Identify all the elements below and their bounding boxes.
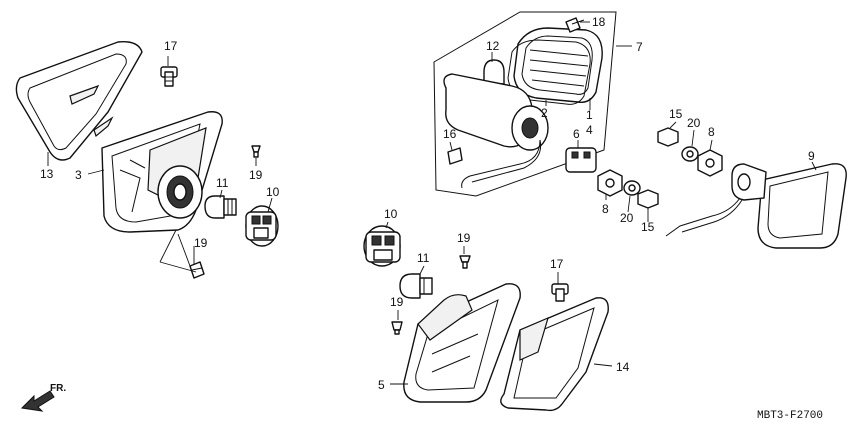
callout-10b: 10 bbox=[384, 207, 398, 221]
screw-19a bbox=[251, 145, 261, 158]
wire-harness-b bbox=[665, 197, 743, 237]
callout-6: 6 bbox=[573, 127, 580, 141]
diagram-code: MBT3-F2700 bbox=[757, 410, 823, 422]
grommet-16 bbox=[447, 147, 463, 165]
direction-label: FR. bbox=[50, 383, 66, 394]
socket-10b bbox=[363, 225, 401, 267]
callout-11a: 11 bbox=[216, 176, 229, 190]
callout-13: 13 bbox=[40, 167, 54, 181]
turn-signal-housing-3 bbox=[101, 111, 223, 233]
wire-harness-a bbox=[461, 139, 542, 189]
socket-6 bbox=[565, 147, 597, 173]
leader-lines bbox=[47, 21, 817, 385]
callout-8b: 8 bbox=[708, 125, 715, 139]
nut-8b bbox=[697, 149, 723, 177]
front-direction-arrow-icon bbox=[20, 390, 55, 412]
rear-housing-1 bbox=[443, 73, 549, 151]
callout-15b: 15 bbox=[669, 107, 683, 121]
callout-numbers: 17 13 3 19 11 10 19 18 12 7 2 1 4 16 6 8… bbox=[40, 15, 815, 392]
callout-19b: 19 bbox=[194, 236, 208, 250]
callout-5: 5 bbox=[378, 378, 385, 392]
callout-11b: 11 bbox=[417, 251, 430, 265]
washer-20a bbox=[623, 180, 641, 196]
nut-8a bbox=[597, 169, 623, 197]
callout-7: 7 bbox=[636, 40, 643, 54]
front-cover-14 bbox=[500, 297, 609, 412]
callout-17a: 17 bbox=[164, 39, 178, 53]
assembly-box bbox=[433, 11, 617, 197]
callout-19a: 19 bbox=[249, 168, 263, 182]
callout-20a: 20 bbox=[620, 211, 634, 225]
rear-turn-signal-9 bbox=[731, 163, 847, 249]
callout-15a: 15 bbox=[641, 220, 655, 234]
callout-10a: 10 bbox=[266, 185, 280, 199]
front-cover-13 bbox=[15, 41, 143, 161]
screw-17a bbox=[160, 66, 178, 87]
callout-14: 14 bbox=[616, 360, 630, 374]
callout-4: 4 bbox=[586, 123, 593, 137]
callout-3: 3 bbox=[75, 168, 82, 182]
callout-2: 2 bbox=[541, 106, 548, 120]
lens-7 bbox=[513, 27, 603, 103]
callout-1: 1 bbox=[586, 108, 593, 122]
callout-20b: 20 bbox=[687, 116, 701, 130]
callout-8a: 8 bbox=[602, 202, 609, 216]
screw-18 bbox=[565, 17, 585, 33]
turn-signal-housing-5 bbox=[403, 283, 521, 403]
screw-19b bbox=[189, 261, 205, 279]
washer-20b bbox=[681, 146, 699, 162]
callout-18: 18 bbox=[592, 15, 606, 29]
callout-16: 16 bbox=[443, 127, 457, 141]
screw-19d bbox=[391, 321, 403, 335]
callout-17b: 17 bbox=[550, 257, 564, 271]
screw-17b bbox=[551, 283, 569, 302]
callout-12: 12 bbox=[486, 39, 500, 53]
callout-19c: 19 bbox=[457, 231, 471, 245]
bulb-11a bbox=[204, 195, 237, 219]
callout-19d: 19 bbox=[390, 295, 404, 309]
nut-15a bbox=[637, 189, 659, 209]
screw-19c bbox=[459, 255, 471, 269]
socket-10a bbox=[245, 205, 279, 247]
bulb-11b bbox=[399, 273, 433, 299]
nut-15b bbox=[657, 127, 679, 147]
callout-9: 9 bbox=[808, 149, 815, 163]
